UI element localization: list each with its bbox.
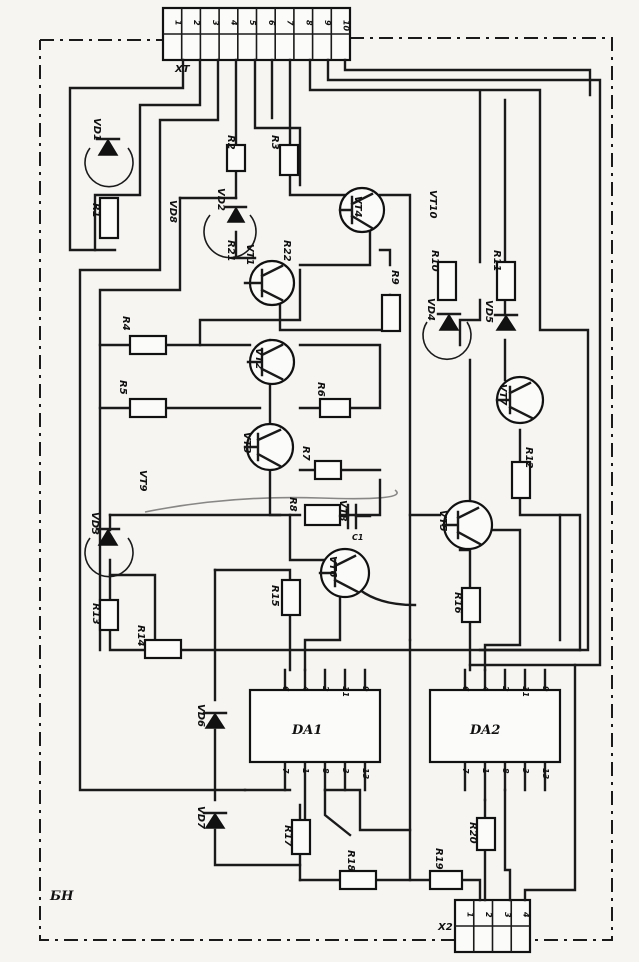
opamp-da2-label: DA2 — [469, 723, 500, 738]
resistor-label: R21 — [225, 240, 236, 262]
opamp-top-pin: 2 — [501, 686, 510, 692]
board-label: БН — [49, 889, 74, 904]
diode-label: VD3 — [89, 512, 100, 535]
resistor-label: R18 — [345, 850, 356, 872]
resistor-label: R11 — [491, 250, 502, 272]
resistor-label: R5 — [117, 380, 128, 395]
connector-top-pin: 4 — [229, 19, 238, 26]
resistor-label: R16 — [452, 592, 463, 614]
connector-bottom-label: X2 — [437, 922, 453, 933]
resistor-label: R2 — [225, 135, 236, 150]
connector-top-pin: 6 — [267, 20, 276, 26]
opamp-top-pin: 2 — [321, 686, 330, 692]
diodes — [84, 137, 519, 829]
opamp-bottom-pin: 3 — [341, 768, 350, 774]
opamp-bottom-pin: 8 — [321, 768, 330, 774]
opamp-bottom-pin: 8 — [501, 768, 510, 774]
diode-label: VD8 — [167, 200, 178, 223]
opamp-da1: DA1 — [248, 688, 382, 764]
opamp-top-pin: 11 — [521, 686, 530, 697]
resistor-label: R12 — [523, 447, 534, 469]
connector-top-pin: 3 — [211, 20, 220, 26]
opamp-da1-label: DA1 — [291, 723, 322, 738]
diode-label: VD1 — [91, 118, 102, 141]
diode-label: VD7 — [195, 806, 206, 829]
transistor-label: VT8 — [337, 500, 348, 522]
capacitor: C1 — [338, 503, 372, 542]
capacitor-label: C1 — [352, 533, 363, 542]
connector-top-pin: 5 — [248, 20, 257, 26]
connector-top-pin: 9 — [323, 20, 332, 26]
board-outline — [39, 37, 613, 941]
resistor-label: R6 — [315, 382, 326, 397]
transistor-label: VT3 — [241, 432, 252, 454]
connector-bottom-pin: 2 — [484, 912, 493, 918]
transistors — [243, 186, 545, 599]
resistor-label: R13 — [90, 603, 101, 625]
opamp-top-pin: 4 — [301, 685, 310, 692]
transistor-label: VT10 — [427, 190, 438, 219]
resistor-label: R14 — [135, 625, 146, 647]
opamp-top-pin: 11 — [341, 686, 350, 697]
diode-label: VD2 — [215, 188, 226, 211]
transistor-label: VT7 — [497, 384, 508, 406]
resistor-label: R7 — [300, 446, 311, 461]
resistor-label: R3 — [269, 135, 280, 150]
resistor-label: R4 — [120, 316, 131, 331]
opamp-bottom-pin: 7 — [281, 768, 290, 774]
opamp-top-pin: 9 — [361, 686, 370, 692]
resistors — [98, 143, 532, 891]
connector-bottom: 1 2 3 4 X2 — [437, 898, 532, 954]
connector-bottom-pin: 1 — [465, 912, 474, 918]
connector-top-pin: 7 — [286, 20, 295, 26]
resistor-label: R9 — [389, 270, 400, 285]
resistor-label: R20 — [467, 822, 478, 844]
resistor-label: R22 — [281, 240, 292, 262]
transistor-label: VT1 — [244, 244, 255, 266]
connector-bottom-pin: 4 — [522, 911, 531, 918]
opamp-top-pin: 6 — [461, 686, 470, 692]
diode-label: VD4 — [425, 298, 436, 321]
transistor-label: VT2 — [253, 348, 264, 370]
opamp-bottom-pin: 7 — [461, 768, 470, 774]
opamp-pin-numbers: 6 4 2 11 9 7 1 8 3 13 6 4 2 11 9 7 1 8 3 13 — [281, 685, 550, 780]
opamp-da2: DA2 — [428, 688, 562, 764]
connector-top-pin: 8 — [304, 20, 313, 26]
opamp-bottom-pin: 3 — [521, 768, 530, 774]
connector-top-pin: 2 — [192, 20, 201, 26]
resistor-label: R17 — [282, 825, 293, 847]
opamp-top-pin: 9 — [541, 686, 550, 692]
transistor-label: VT4 — [352, 196, 363, 218]
transistor-label: VT5 — [437, 510, 448, 532]
resistor-label: R8 — [287, 497, 298, 512]
opamp-top-pin: 6 — [281, 686, 290, 692]
opamp-bottom-pin: 1 — [481, 768, 490, 774]
resistor-label: R19 — [433, 848, 444, 870]
resistor-label: R1 — [90, 203, 101, 218]
diode-label: VD5 — [483, 300, 494, 323]
connector-top-pin: 10 — [342, 20, 351, 32]
resistor-label: R15 — [269, 585, 280, 607]
connector-bottom-pin: 3 — [503, 912, 512, 918]
resistor-label: R10 — [429, 250, 440, 272]
pencil-scribble — [144, 489, 398, 513]
wiring — [68, 58, 602, 902]
opamp-bottom-pin: 13 — [361, 768, 370, 780]
opamp-bottom-pin: 1 — [301, 768, 310, 774]
connector-top-pin: 1 — [173, 20, 182, 26]
opamp-bottom-pin: 13 — [541, 768, 550, 780]
transistor-label: VT6 — [327, 556, 338, 578]
diode-label: VD6 — [195, 704, 206, 727]
transistor-label: VT9 — [137, 470, 148, 492]
opamp-top-pin: 4 — [481, 685, 490, 692]
